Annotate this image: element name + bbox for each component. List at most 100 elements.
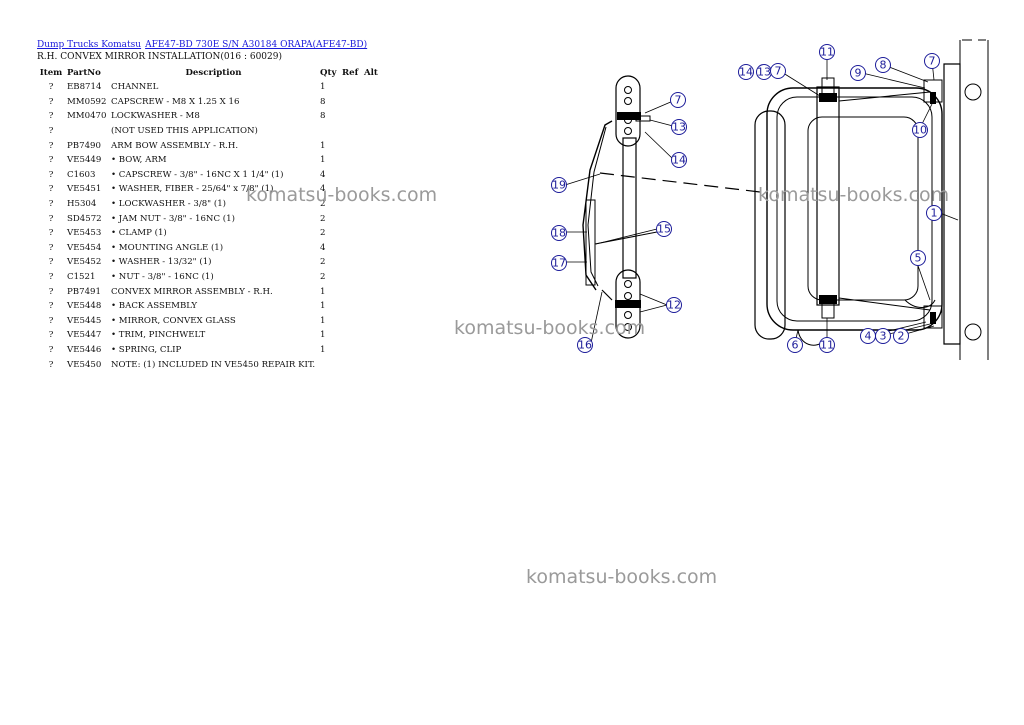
cell-item: ? [48, 286, 54, 297]
cell-qty: 4 [320, 169, 326, 180]
cell-item: ? [48, 213, 54, 224]
cell-qty: 1 [320, 155, 326, 166]
parts-table: Item PartNo Description Qty Ref Alt ?EB8… [37, 66, 386, 372]
table-row: ?VE5452• WASHER - 13/32" (1)2 [37, 255, 386, 270]
svg-text:10: 10 [913, 124, 927, 137]
svg-text:18: 18 [552, 227, 566, 240]
cell-item: ? [48, 82, 54, 93]
col-ref: Ref [342, 68, 359, 78]
breadcrumb-link-model[interactable]: AFE47-BD 730E S/N A30184 ORAPA(AFE47-BD) [145, 40, 368, 50]
cell-partno: VE5453 [67, 228, 102, 239]
cell-item: ? [48, 199, 54, 210]
item-balloon: 13 [756, 64, 772, 80]
table-row: ?(NOT USED THIS APPLICATION) [37, 124, 386, 139]
cell-description: ARM BOW ASSEMBLY - R.H. [111, 140, 239, 151]
svg-text:6: 6 [792, 339, 799, 352]
cell-partno: C1603 [67, 169, 96, 180]
cell-description: NOTE: (1) INCLUDED IN VE5450 REPAIR KIT. [111, 359, 316, 370]
table-row: ?VE5454• MOUNTING ANGLE (1)4 [37, 241, 386, 256]
cell-partno: SD4572 [67, 213, 102, 224]
cell-qty: 8 [320, 96, 326, 107]
svg-text:7: 7 [675, 94, 682, 107]
cell-item: ? [48, 155, 54, 166]
cell-qty: 1 [320, 344, 326, 355]
table-row: ?VE5451• WASHER, FIBER - 25/64" x 7/8" (… [37, 182, 386, 197]
table-row: ? EB8714 CHANNEL 1 [37, 80, 386, 95]
cell-description: • BACK ASSEMBLY [111, 301, 198, 312]
cell-qty: 1 [320, 301, 326, 312]
cell-item: ? [48, 330, 54, 341]
svg-text:3: 3 [880, 330, 887, 343]
cell-item: ? [48, 344, 54, 355]
cell-description: • MOUNTING ANGLE (1) [111, 242, 224, 253]
item-balloon: 2 [893, 328, 909, 344]
cell-partno: C1521 [67, 272, 96, 283]
item-balloon: 15 [656, 221, 672, 237]
cell-qty: 1 [320, 82, 326, 93]
item-balloon: 17 [551, 255, 567, 271]
cell-partno: VE5449 [67, 155, 102, 166]
svg-text:5: 5 [915, 252, 922, 265]
item-balloon: 11 [819, 44, 835, 60]
cell-qty: 2 [320, 257, 326, 268]
table-row: ?C1521• NUT - 3/8" - 16NC (1)2 [37, 270, 386, 285]
cell-description: CAPSCREW - M8 X 1.25 X 16 [111, 96, 240, 107]
cell-description: CONVEX MIRROR ASSEMBLY - R.H. [111, 286, 273, 297]
cell-description: • CAPSCREW - 3/8" - 16NC X 1 1/4" (1) [111, 169, 284, 180]
cell-description: LOCKWASHER - M8 [111, 111, 200, 122]
item-balloon: 19 [551, 177, 567, 193]
svg-text:11: 11 [820, 46, 834, 59]
cell-partno: VE5447 [67, 330, 102, 341]
col-description: Description [185, 68, 242, 78]
item-balloon: 14 [738, 64, 754, 80]
svg-text:16: 16 [578, 339, 592, 352]
item-balloon: 13 [671, 119, 687, 135]
cell-description: CHANNEL [111, 82, 159, 93]
svg-text:7: 7 [929, 55, 936, 68]
item-balloon: 1 [926, 205, 942, 221]
page-title: R.H. CONVEX MIRROR INSTALLATION(016 : 60… [37, 52, 282, 62]
cell-qty: 1 [320, 140, 326, 151]
breadcrumb-link-dump-trucks[interactable]: Dump Trucks Komatsu [37, 40, 142, 50]
item-balloon: 3 [875, 328, 891, 344]
cell-qty: 4 [320, 242, 326, 253]
cell-description: • WASHER, FIBER - 25/64" x 7/8" (1) [111, 184, 274, 195]
item-balloon: 6 [787, 337, 803, 353]
cell-item: ? [48, 301, 54, 312]
table-row: ? C1603 • CAPSCREW - 3/8" - 16NC X 1 1/4" … [37, 168, 386, 183]
cell-item: ? [48, 169, 54, 180]
item-balloon: 9 [850, 65, 866, 81]
cell-description: • TRIM, PINCHWELT [111, 330, 206, 341]
cell-partno: MM0592 [67, 96, 107, 107]
item-balloon: 7 [770, 63, 786, 79]
item-balloon: 16 [577, 337, 593, 353]
cell-description: • BOW, ARM [111, 155, 167, 166]
cell-item: ? [48, 111, 54, 122]
cell-partno: PB7490 [67, 140, 101, 151]
cell-partno: VE5454 [67, 242, 102, 253]
svg-text:15: 15 [657, 223, 671, 236]
cell-description: (NOT USED THIS APPLICATION) [111, 126, 258, 137]
cell-item: ? [48, 140, 54, 151]
svg-text:4: 4 [865, 330, 872, 343]
cell-description: • SPRING, CLIP [111, 344, 182, 355]
cell-description: • WASHER - 13/32" (1) [111, 257, 212, 268]
item-balloon: 18 [551, 225, 567, 241]
cell-partno: EB8714 [67, 82, 102, 93]
cell-qty: 2 [320, 228, 326, 239]
cell-qty: 1 [320, 286, 326, 297]
cell-partno: PB7491 [67, 286, 101, 297]
watermark: komatsu-books.com [526, 566, 718, 588]
col-alt: Alt [364, 68, 378, 78]
item-balloon: 8 [875, 57, 891, 73]
cell-item: ? [48, 272, 54, 283]
col-partno: PartNo [67, 68, 101, 78]
cell-item: ? [48, 184, 54, 195]
